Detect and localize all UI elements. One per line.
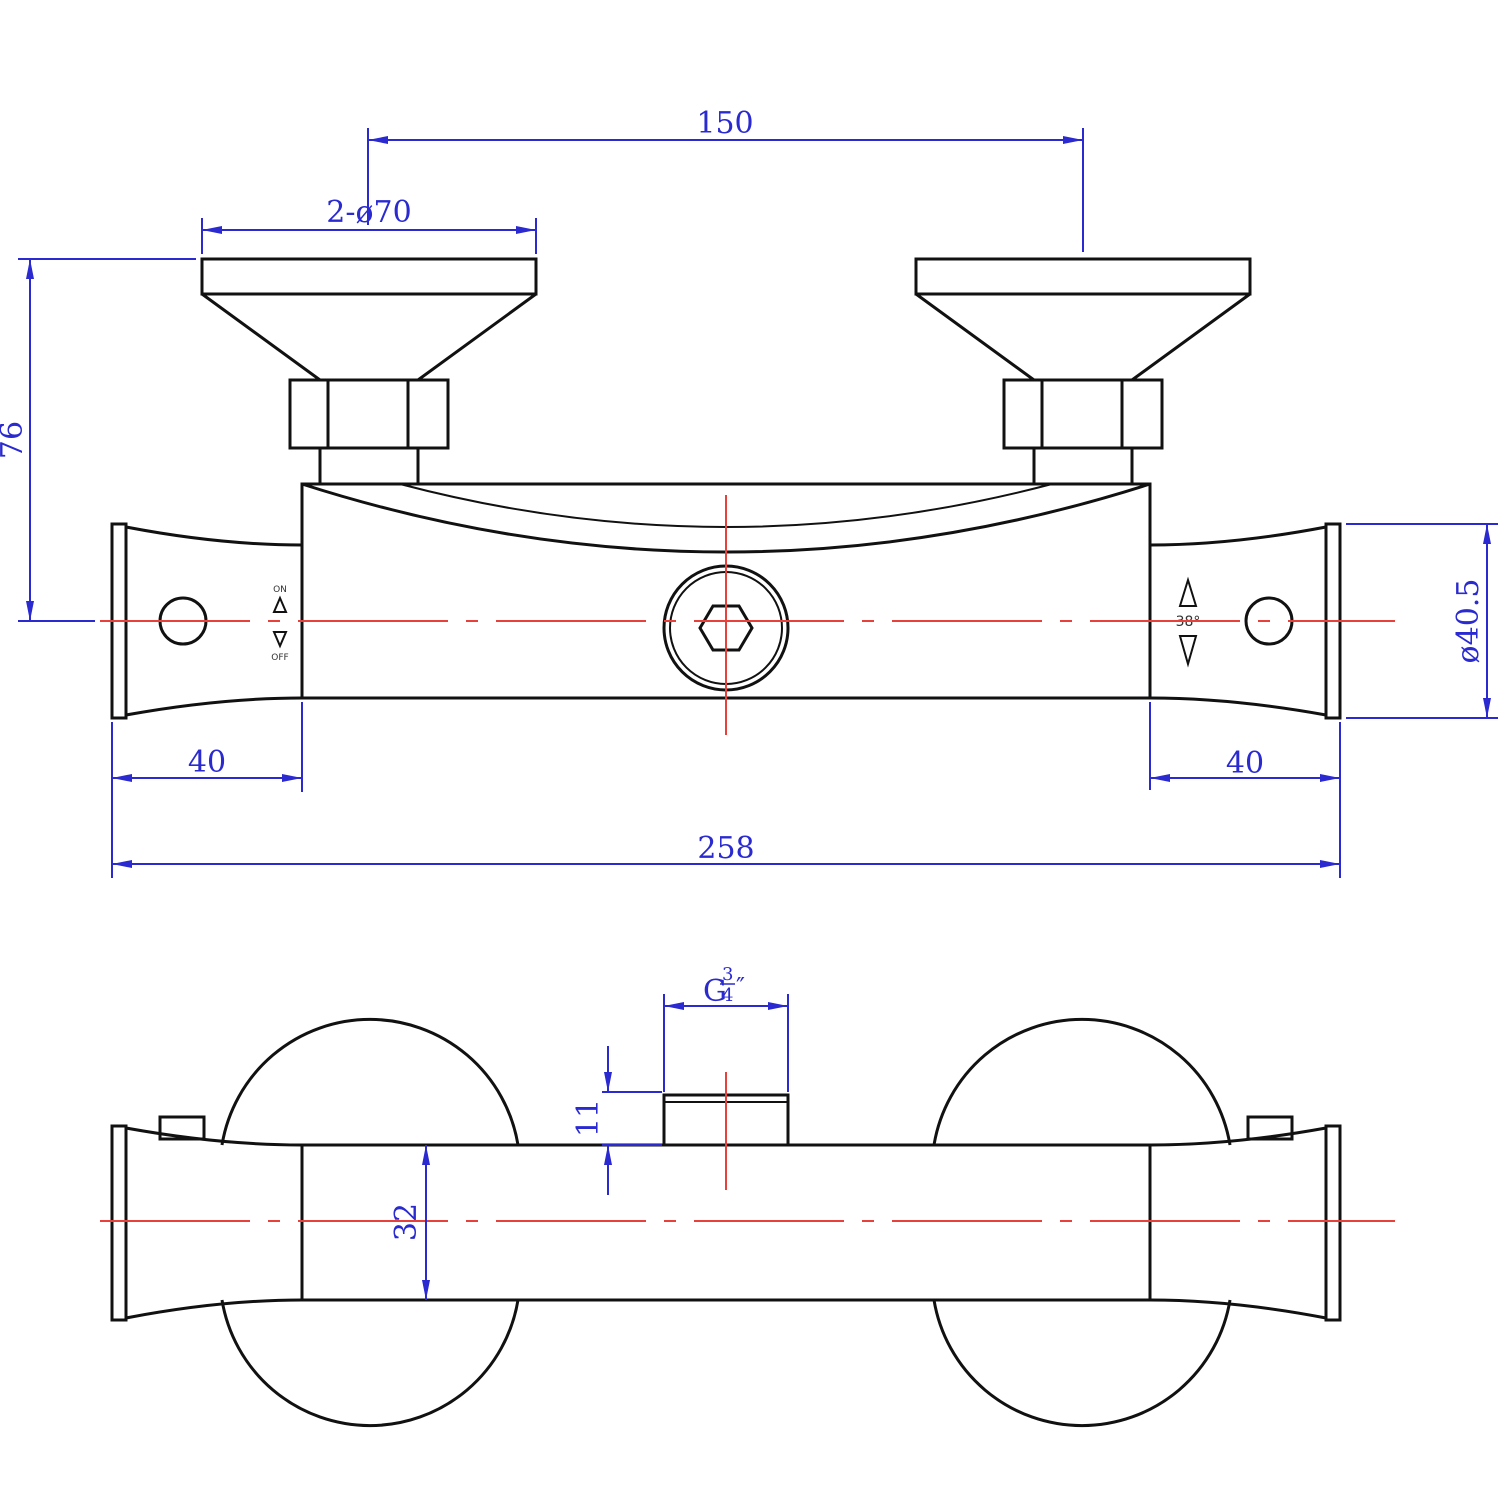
dim-handle-diameter: 2-ø70 [326,195,411,230]
dim-height: 76 [0,421,30,459]
dim-outlet-height: 11 [571,1099,606,1137]
dim-thread-mark: ″ [736,973,745,1001]
down-arrow-icon [272,631,288,649]
front-view: ON OFF 38° [100,257,1395,735]
up-arrow-icon [272,595,288,613]
hex-socket [698,604,754,652]
left-handle [200,257,538,486]
right-handle [914,257,1252,486]
dim-body-diameter: ø40.5 [1451,579,1486,664]
dim-thread-numerator: 3 [722,964,733,985]
top-view [100,1017,1395,1428]
top-dimensions: G 3 4 ″ 11 32 [389,964,789,1300]
handle-circle-right-top [932,1017,1232,1146]
dim-thread-letter: G [703,974,727,1009]
left-screw [158,1115,206,1141]
right-end-cap-top [1324,1124,1342,1322]
front-dimensions: 150 2-ø70 76 ø40.5 40 40 258 [0,106,1498,878]
dim-left-end: 40 [188,745,226,780]
handle-circle-left-bottom [220,1299,520,1428]
on-off-marks: ON OFF [271,585,288,663]
svg-text:OFF: OFF [271,653,288,663]
up-arrow-icon [1178,576,1198,607]
dim-handle-spacing: 150 [696,106,753,141]
right-screw [1246,1115,1294,1141]
dim-overall-length: 258 [697,831,754,866]
dim-body-depth: 32 [389,1203,424,1241]
handle-circle-left-top [220,1017,520,1146]
dim-right-end: 40 [1226,746,1264,781]
svg-text:ON: ON [273,585,287,595]
handle-circle-right-bottom [932,1299,1232,1428]
down-arrow-icon [1178,635,1198,668]
left-end-cap-top [110,1124,128,1322]
dim-thread-denominator: 4 [722,985,733,1006]
